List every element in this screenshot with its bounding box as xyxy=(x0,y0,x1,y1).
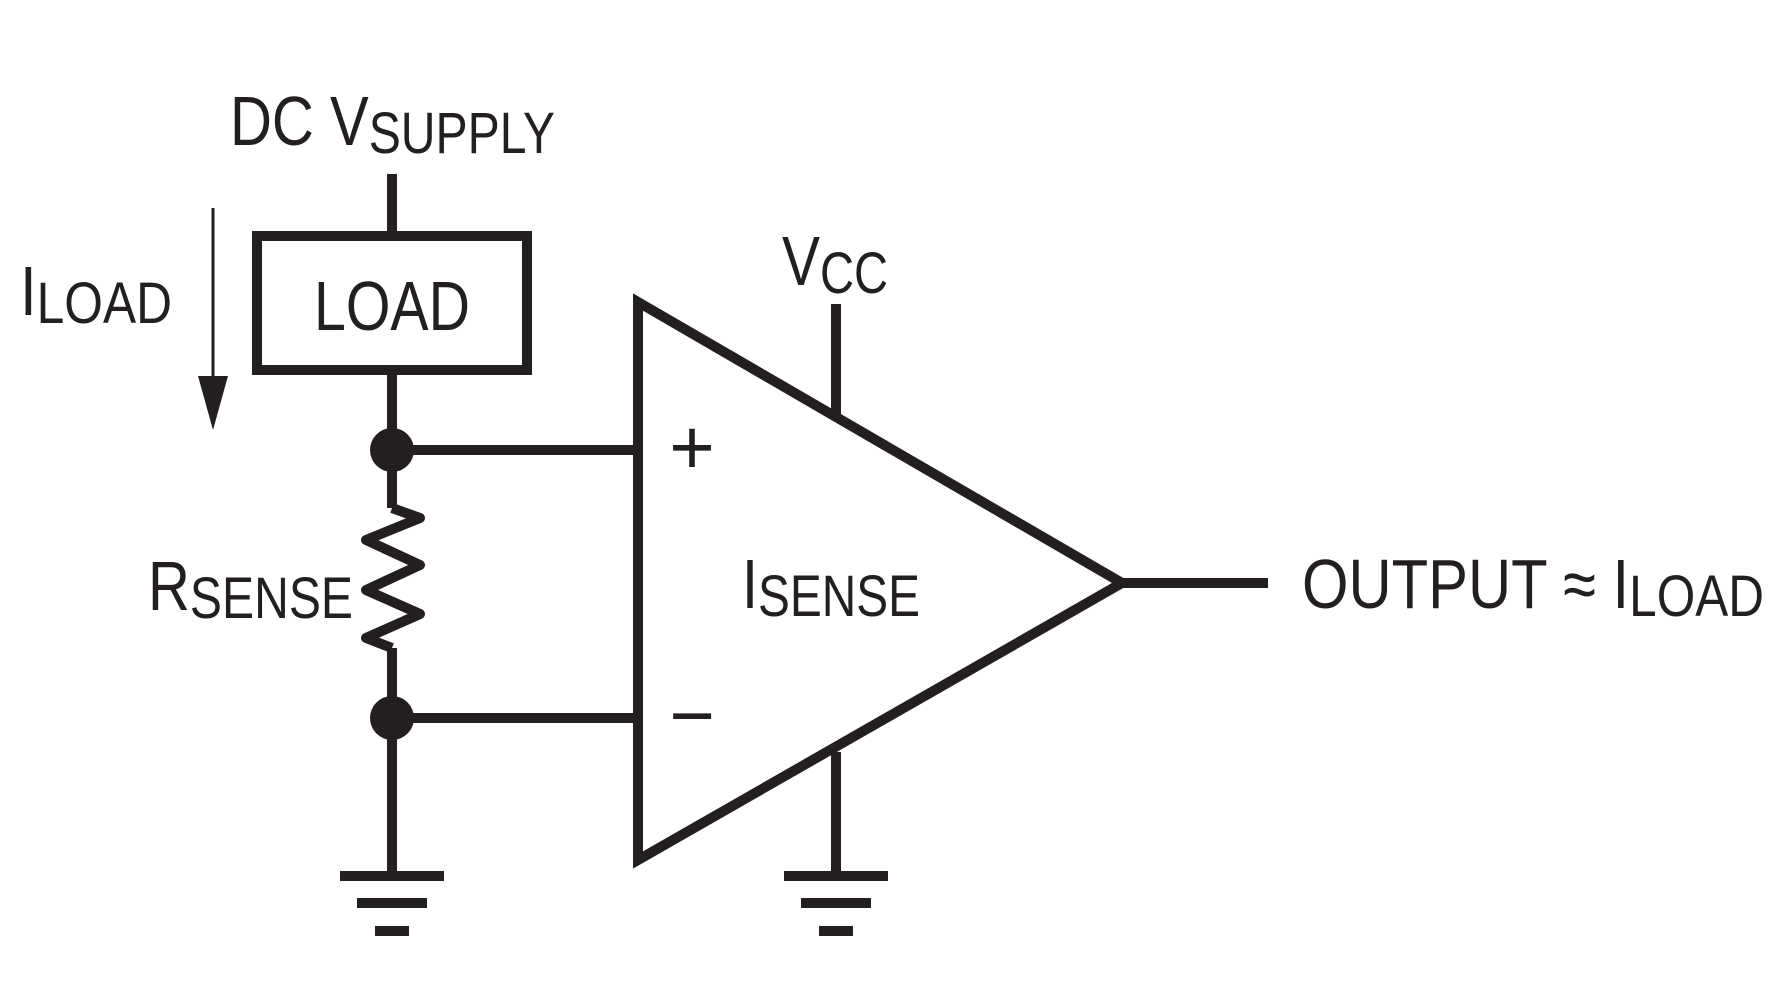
load-box-label: LOAD xyxy=(314,267,470,345)
supply-label: DC VSUPPLY xyxy=(230,82,555,166)
plus-sign: + xyxy=(669,403,715,491)
current-sense-amplifier xyxy=(633,293,1133,869)
ground-icon xyxy=(340,871,444,936)
vcc-label: VCC xyxy=(782,222,888,306)
ground-icon xyxy=(784,871,888,936)
rsense-label: RSENSE xyxy=(148,547,353,631)
output-label: OUTPUT ≈ ILOAD xyxy=(1302,545,1764,629)
iload-label: ILOAD xyxy=(20,252,172,336)
iload-arrow-head xyxy=(198,376,228,430)
isense-label: ISENSE xyxy=(742,545,920,629)
minus-sign: − xyxy=(669,671,715,759)
sense-resistor xyxy=(361,503,425,653)
